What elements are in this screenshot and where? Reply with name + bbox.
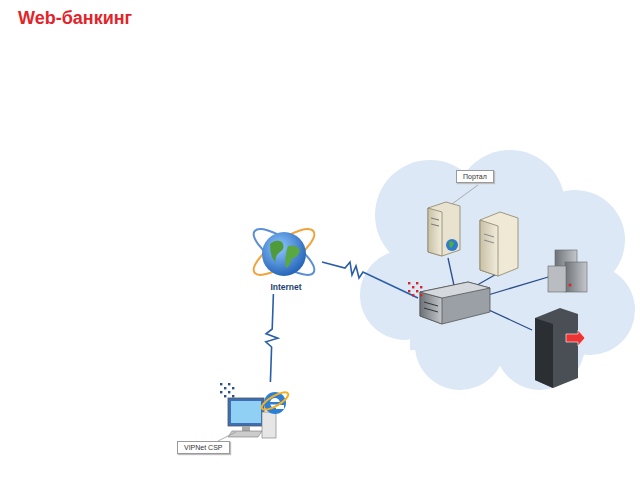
page-title: Web-банкинг xyxy=(18,8,132,29)
ie-logo xyxy=(260,389,291,414)
client-node: VIPNet CSP xyxy=(172,378,292,460)
network-link xyxy=(266,294,278,382)
server xyxy=(480,212,518,276)
server-rack xyxy=(535,308,585,388)
callout-label: Портал xyxy=(456,170,494,183)
leader-line xyxy=(218,432,236,441)
internet-node: Internet xyxy=(244,212,328,302)
leader-line xyxy=(452,185,478,204)
cloud-region xyxy=(360,150,635,390)
wan-link xyxy=(322,262,418,298)
brand-dots xyxy=(220,383,234,397)
server-stack xyxy=(548,250,587,292)
internet-globe xyxy=(248,222,321,283)
brand-dots xyxy=(408,282,422,296)
portal-server-node: Портал xyxy=(420,165,502,260)
portal-server xyxy=(428,202,460,256)
callout-label: VIPNet CSP xyxy=(177,441,230,454)
node-label: Internet xyxy=(244,282,328,292)
firewall-device xyxy=(420,282,490,324)
